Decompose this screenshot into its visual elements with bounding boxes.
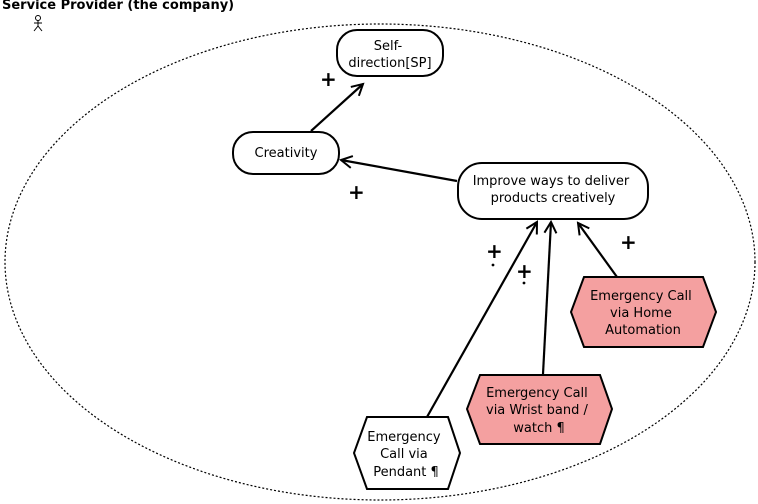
link-wrist-band-to-improve[interactable] (541, 222, 551, 375)
contribution-label: + (620, 230, 637, 254)
contribution-label: + (320, 67, 337, 91)
task-emergency-call-wrist-band[interactable]: Emergency Call via Wrist band / watch ¶ (465, 374, 614, 445)
svg-text:Creativity: Creativity (255, 146, 318, 161)
node-label-line: products creatively (491, 191, 616, 206)
node-label-line: Pendant ¶ (373, 465, 439, 480)
softgoal-improve-ways[interactable]: Improve ways to deliver products creativ… (457, 162, 649, 220)
node-label-line: Emergency (367, 430, 441, 445)
contribution-label: + (348, 180, 365, 204)
contribution-label: + (486, 239, 503, 263)
node-label-line: direction[SP] (348, 56, 431, 71)
node-label-line: watch ¶ (513, 421, 565, 436)
node-label-line: Call via (380, 447, 428, 462)
svg-text:Emergency Call via Wrist: Emergency Call via Wrist band / watch ¶ (486, 386, 592, 436)
link-home-automation-to-improve[interactable] (578, 223, 618, 278)
actor-name: Service Provider (the company) (2, 0, 235, 13)
link-pendant-to-improve[interactable] (426, 222, 537, 418)
actor-boundary[interactable] (4, 23, 756, 501)
node-label-line: Automation (605, 323, 681, 338)
svg-text:Improve ways to deliver: Improve ways to deliver products creativ… (473, 174, 634, 206)
node-label-line: via Wrist band / (486, 403, 588, 418)
contribution-label: + (516, 259, 533, 283)
node-label-line: Self- (374, 39, 403, 54)
task-emergency-call-home-automation[interactable]: Emergency Call via Home Automation (569, 276, 718, 348)
link-creativity-to-self-direction[interactable] (310, 84, 363, 132)
node-label-line: Emergency Call (590, 289, 692, 304)
node-label-line: Emergency Call (486, 386, 588, 401)
actor-stick-figure-icon (33, 15, 43, 32)
softgoal-self-direction[interactable]: Self- direction[SP] (336, 29, 444, 77)
label-marker-dot (522, 281, 526, 285)
node-label-line: Improve ways to deliver (473, 174, 630, 189)
node-label-line: via Home (610, 306, 672, 321)
node-label-line: Creativity (255, 146, 318, 161)
link-improve-to-creativity[interactable] (341, 160, 458, 183)
svg-text:Emergency Call via Home: Emergency Call via Home Automation (590, 289, 696, 338)
label-marker-dot (491, 263, 495, 267)
svg-text:Emergency Call via: Emergency Call via Pendant ¶ (367, 430, 444, 480)
svg-text:Self- direction[SP]: Self- direction[SP] (348, 39, 431, 71)
links (310, 84, 618, 418)
softgoal-creativity[interactable]: Creativity (232, 131, 340, 175)
task-emergency-call-pendant[interactable]: Emergency Call via Pendant ¶ (352, 416, 462, 490)
